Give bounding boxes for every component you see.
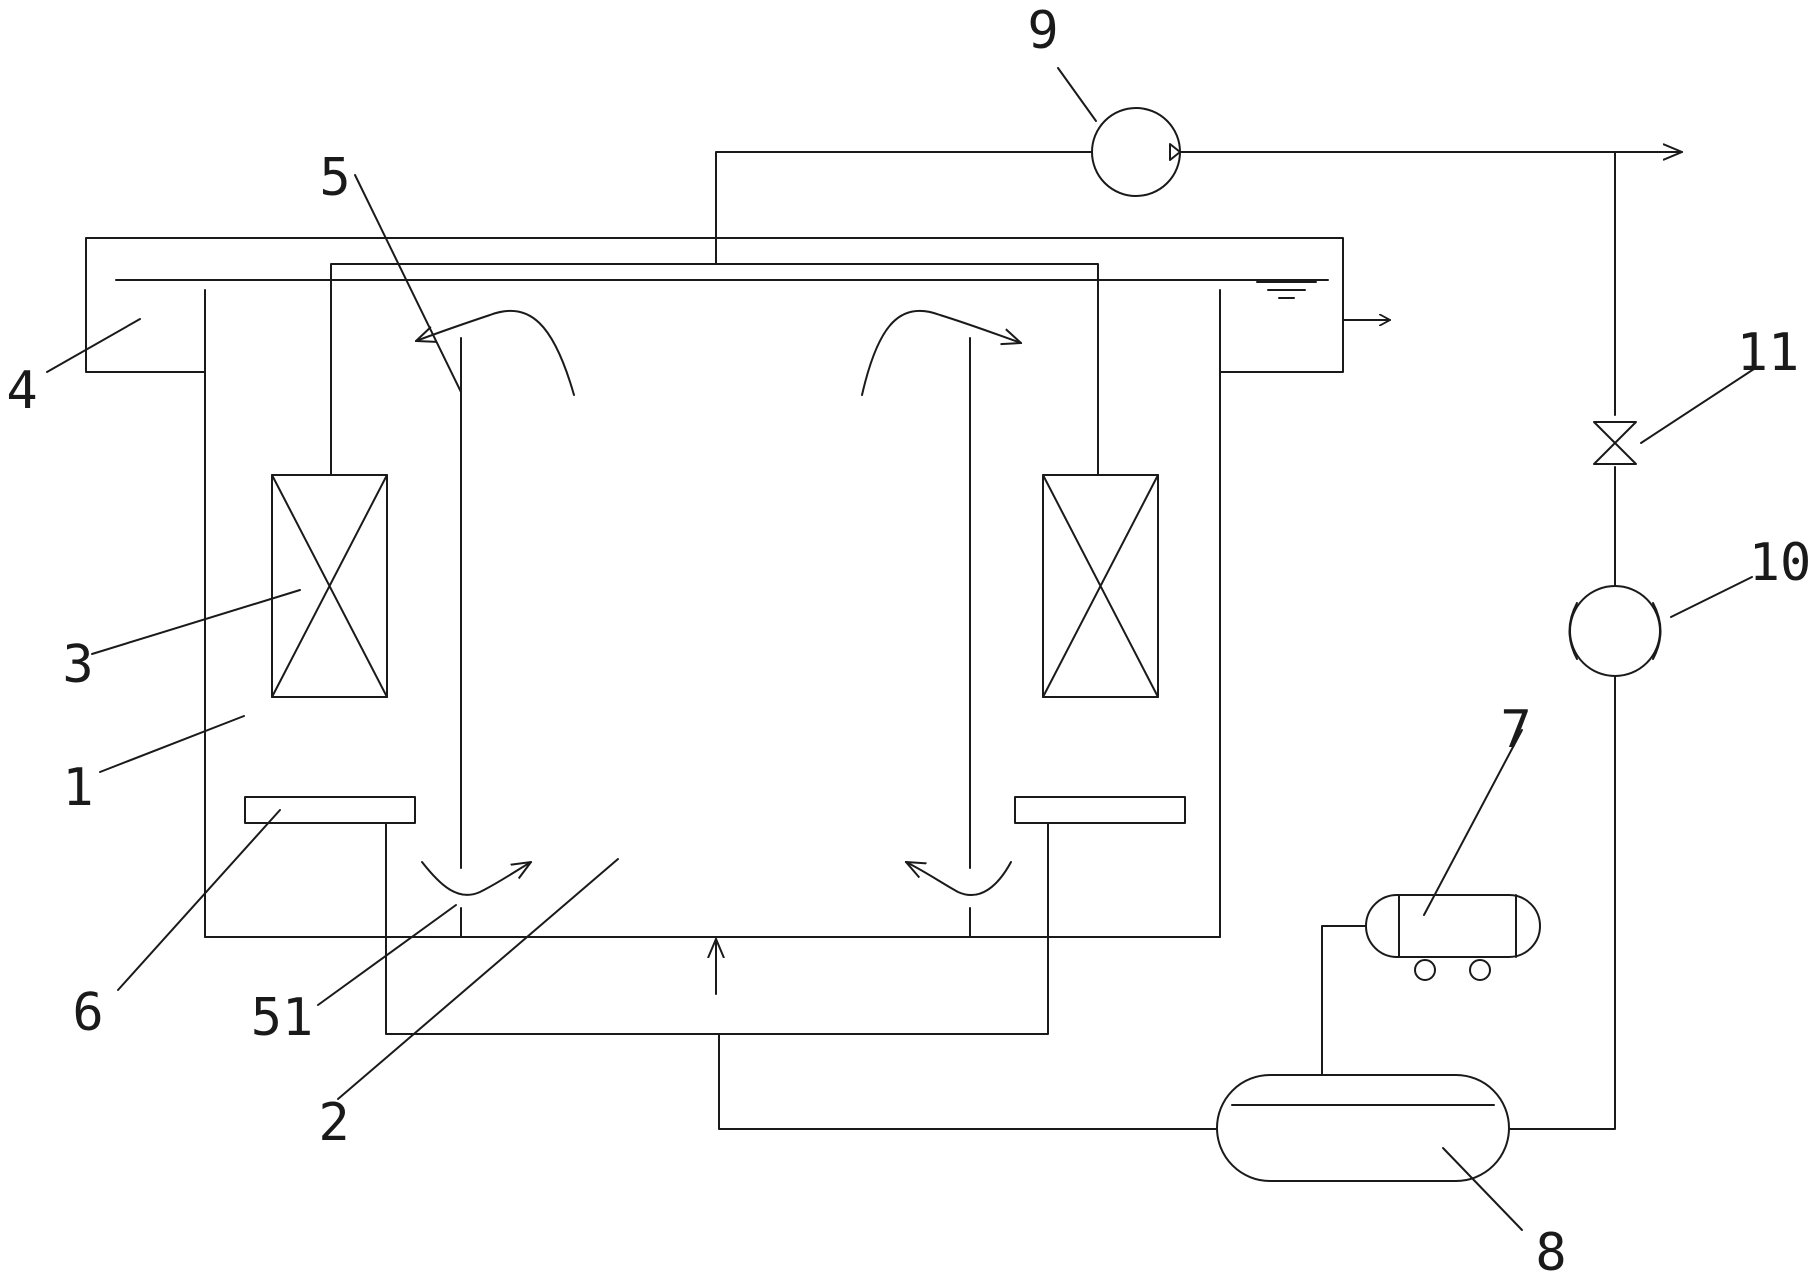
storage-vessel <box>1216 1074 1510 1182</box>
label-4: 4 <box>6 361 37 421</box>
leader-lines <box>46 67 1758 1231</box>
valve <box>1593 421 1637 465</box>
label-3: 3 <box>62 635 93 695</box>
label-6: 6 <box>72 983 103 1043</box>
label-11: 11 <box>1737 323 1800 383</box>
aerator-right <box>1014 796 1186 824</box>
main-tank <box>204 289 1221 938</box>
label-9: 9 <box>1027 1 1058 61</box>
return-line <box>1508 151 1616 1130</box>
label-8: 8 <box>1535 1223 1566 1274</box>
flow-arrows <box>416 309 1021 995</box>
flow-arrow-bottom-left <box>421 862 531 896</box>
label-5: 5 <box>319 148 350 208</box>
air-distribution-pipe <box>385 822 1049 1035</box>
overflow-trough <box>85 237 1391 373</box>
label-2: 2 <box>318 1093 349 1153</box>
aerator-left <box>244 796 416 824</box>
water-level-symbol <box>1256 281 1317 299</box>
aeration-pipes <box>244 796 1218 1130</box>
label-10: 10 <box>1749 533 1810 593</box>
suction-header <box>330 151 1099 476</box>
flow-arrow-top-left <box>416 309 575 396</box>
flow-meter <box>1568 585 1662 677</box>
membrane-module-left <box>271 474 388 698</box>
label-51: 51 <box>251 988 314 1048</box>
membrane-module-right <box>1042 474 1159 698</box>
flow-arrow-top-right <box>861 309 1021 396</box>
air-supply-pipe <box>718 1033 1218 1130</box>
gas-cylinder <box>1321 894 1541 1076</box>
label-7: 7 <box>1500 700 1531 760</box>
labels: 1 2 3 4 5 51 6 7 8 9 10 11 <box>6 1 1810 1274</box>
suction-pump <box>1091 107 1181 197</box>
flow-arrow-bottom-right <box>906 862 1012 897</box>
label-1: 1 <box>62 758 93 818</box>
